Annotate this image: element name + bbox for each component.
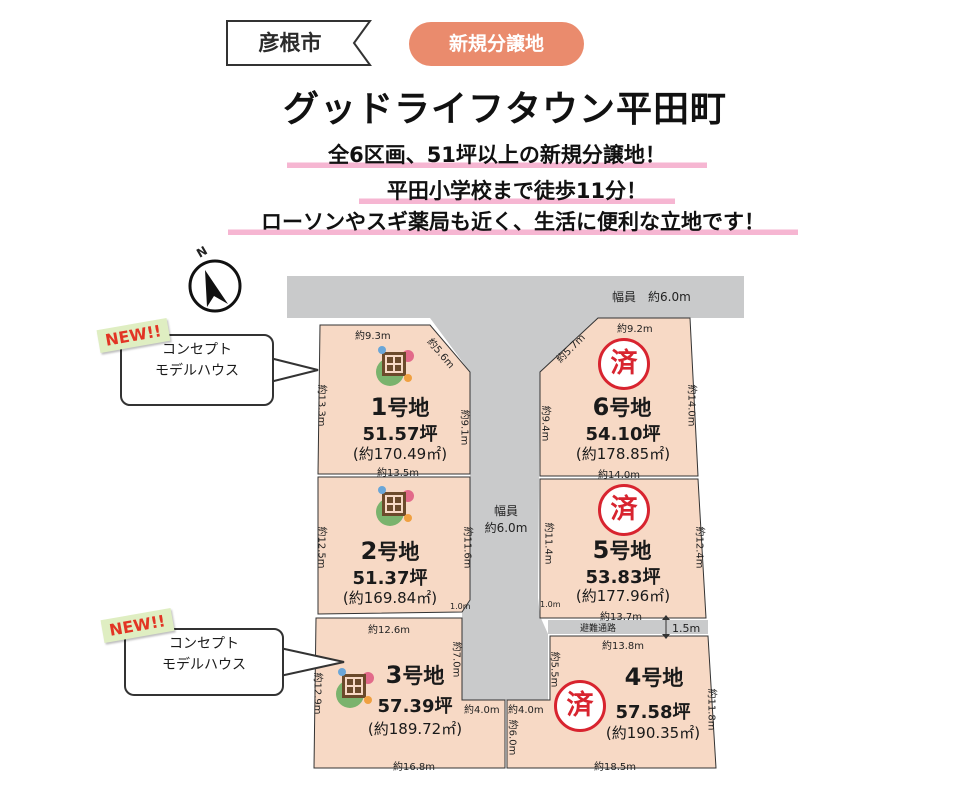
lot-4-no: 4 [624, 663, 642, 691]
city-tag-frame [226, 20, 372, 66]
lot-3-area-sqm: (約189.72㎡) [367, 720, 463, 738]
lot-6-area-tsubo: 54.10坪 [585, 424, 661, 445]
new-subdivision-badge: 新規分譲地 [409, 22, 584, 66]
lot-5-area-tsubo: 53.83坪 [585, 567, 661, 588]
lot-2-shape [317, 476, 471, 615]
lot-5-shape [539, 478, 707, 619]
lot-5-no: 5 [592, 536, 610, 564]
dim-l1-top: 約9.3m [355, 331, 391, 342]
evacuation-path [548, 620, 708, 634]
dim-l3-drop: 約6.0m [506, 719, 518, 756]
tagline-2: 平田小学校まで徒歩11分！ [359, 176, 675, 208]
dim-l3-mid: 約4.0m [464, 705, 500, 716]
dim-l5-bottom: 約13.7m [600, 612, 643, 623]
dim-l4-top: 約13.8m [602, 641, 645, 652]
lot-1-number: 1号地 [360, 392, 440, 422]
dim-l2-corner: 1.0m [450, 602, 471, 611]
lot-3-number: 3号地 [375, 660, 455, 690]
evacuation-path-label: 避難通路 [580, 624, 617, 634]
lot-1-shape [317, 324, 471, 475]
dim-l6-top: 約9.2m [617, 324, 653, 335]
lot-4-area-sqm: (約190.35㎡) [605, 724, 701, 742]
callout-concept-model-house-1: コンセプト モデルハウス [120, 334, 274, 406]
center-road-label: 幅員 [493, 504, 518, 518]
lot-4-number: 4号地 [614, 662, 694, 692]
lot-3-shape [313, 617, 506, 769]
dim-l3-top: 約12.6m [368, 625, 411, 636]
lot-6-area-sqm: (約178.85㎡) [575, 445, 671, 463]
tagline-3: ローソンやスギ薬局も近く、生活に便利な立地です！ [228, 207, 798, 239]
dim-l4-left: 約5.5m [548, 651, 560, 688]
lot-6-no: 6 [592, 393, 610, 421]
dim-l5-corner: 1.0m [540, 600, 561, 609]
city-name: 彦根市 [258, 31, 322, 55]
lot-4-sold-stamp: 済 [554, 680, 606, 732]
dim-l5-right: 約12.4m [693, 526, 705, 569]
lot-4-area-tsubo: 57.58坪 [615, 702, 691, 723]
lot-6-shape [539, 317, 699, 477]
top-road-width: 幅員 約6.0m [612, 290, 691, 304]
evacuation-path-width: 1.5m [672, 622, 701, 635]
dim-l5-left: 約11.4m [542, 522, 554, 565]
dim-l6-right: 約14.0m [685, 384, 697, 427]
lot-2-suffix: 号地 [377, 540, 420, 564]
center-road [430, 318, 598, 700]
dim-l1-right: 約9.1m [458, 409, 470, 446]
dim-l3-left: 約12.9m [311, 672, 323, 715]
lot-2-area-tsubo: 51.37坪 [352, 568, 428, 589]
dim-l4-mid: 約4.0m [508, 705, 544, 716]
lot-6-number: 6号地 [582, 392, 662, 422]
lot-1-area-sqm: (約170.49㎡) [352, 445, 448, 463]
lot-3-area-tsubo: 57.39坪 [377, 696, 453, 717]
dim-l1-left: 約13.3m [315, 384, 327, 427]
top-road [287, 276, 744, 318]
lot-4-shape [506, 635, 717, 769]
center-road-value: 約6.0m [484, 521, 528, 535]
model-house-icon [376, 346, 414, 386]
compass-icon [188, 259, 242, 313]
callout-concept-model-house-2: コンセプト モデルハウス [124, 628, 284, 696]
dim-l6-left: 約9.4m [539, 405, 551, 442]
lot-1-area-tsubo: 51.57坪 [362, 424, 438, 445]
center-road-width: 幅員 約6.0m [478, 502, 534, 536]
lot-2-no: 2 [360, 537, 378, 565]
dim-l6-bottom: 約14.0m [598, 470, 641, 481]
callout-1-line2: モデルハウス [155, 363, 239, 379]
lot-4-suffix: 号地 [641, 666, 684, 690]
lot-5-suffix: 号地 [609, 539, 652, 563]
dim-l4-bottom: 約18.5m [594, 762, 637, 773]
model-house-icon [336, 668, 374, 708]
lot-1-no: 1 [370, 393, 388, 421]
page-title: グッドライフタウン平田町 [282, 89, 727, 130]
callout-2-line1: コンセプト [169, 636, 239, 652]
model-house-icon [376, 486, 414, 526]
lot-2-number: 2号地 [350, 536, 430, 566]
lot-5-sold-stamp: 済 [598, 484, 650, 536]
dim-l2-right: 約11.6m [461, 526, 473, 569]
callout-1-pointer [269, 356, 319, 384]
lot-5-area-sqm: (約177.96㎡) [575, 587, 671, 605]
lot-6-suffix: 号地 [609, 396, 652, 420]
lot-2-area-sqm: (約169.84㎡) [342, 589, 438, 607]
lot-6-sold-stamp: 済 [598, 338, 650, 390]
dim-l2-left: 約12.5m [315, 526, 327, 569]
lot-1-suffix: 号地 [387, 396, 430, 420]
lot-5-number: 5号地 [582, 535, 662, 565]
lot-3-no: 3 [385, 661, 403, 689]
callout-2-line2: モデルハウス [162, 657, 246, 673]
dim-l1-bottom: 約13.5m [377, 468, 420, 479]
dim-l3-bottom: 約16.8m [393, 762, 436, 773]
city-tag: 彦根市 [226, 20, 372, 66]
lot-3-suffix: 号地 [402, 664, 445, 688]
callout-1-line1: コンセプト [162, 342, 232, 358]
tagline-1: 全6区画、51坪以上の新規分譲地！ [287, 140, 707, 172]
